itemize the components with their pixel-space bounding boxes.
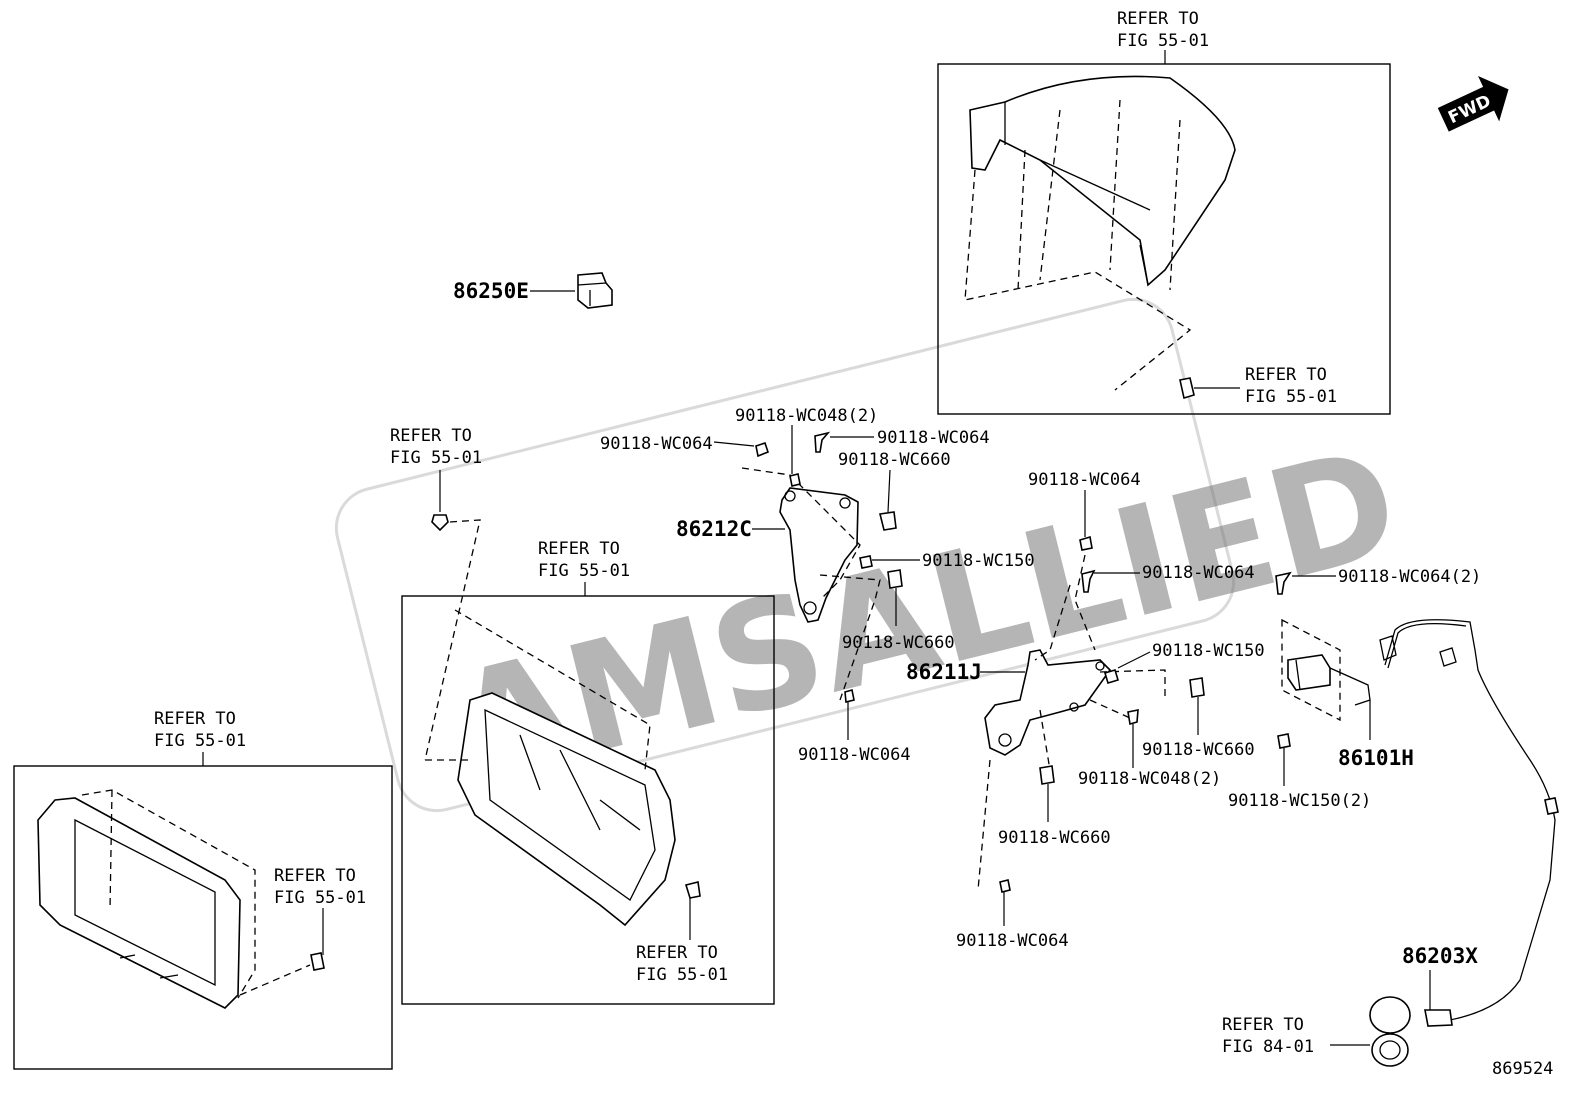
nut-icon (1189, 677, 1205, 698)
switch-part[interactable] (577, 272, 613, 309)
module-86101H-part[interactable] (1287, 654, 1331, 691)
fastener-label: 90118-WC064 (956, 931, 1069, 951)
upper-panel-frame (937, 63, 1391, 415)
fwd-arrow-icon: FWD (1437, 76, 1509, 132)
nut-icon (887, 569, 903, 589)
fastener-label: 90118-WC048(2) (1078, 769, 1221, 789)
bezel-frame (401, 595, 775, 1005)
part-number-86203X[interactable]: 86203X (1402, 944, 1478, 968)
refer-label: REFER TO (1117, 9, 1199, 29)
part-number-86212C[interactable]: 86212C (676, 517, 752, 541)
bezel-part[interactable] (457, 692, 676, 927)
part-number-86211J[interactable]: 86211J (906, 660, 982, 684)
clip-refer-group: REFER TO FIG 55-01 (390, 426, 482, 761)
upper-panel-part[interactable] (969, 75, 1236, 287)
fastener-label: 90118-WC150(2) (1228, 791, 1371, 811)
fastener-label: 90118-WC150 (1152, 641, 1265, 661)
lower-panel-group: REFER TO FIG 55-01 REFER TO FIG 55-01 (13, 709, 393, 1070)
refer-label: FIG 55-01 (538, 561, 630, 581)
refer-label: FIG 55-01 (154, 731, 246, 751)
fastener-label: 90118-WC064 (877, 428, 990, 448)
refer-label: REFER TO (1245, 365, 1327, 385)
lower-panel-clip[interactable] (310, 952, 325, 971)
bracket-86211J-part[interactable] (984, 649, 1112, 756)
screw-icon (1275, 571, 1292, 595)
fastener-label: 90118-WC660 (842, 633, 955, 653)
screw-icon (1127, 709, 1139, 726)
clip-icon (1544, 797, 1559, 815)
bracket-86212C-part[interactable] (779, 487, 859, 623)
screw-icon (1079, 535, 1093, 551)
bezel-clip[interactable] (684, 881, 701, 899)
refer-label: FIG 55-01 (274, 888, 366, 908)
refer-label: REFER TO (390, 426, 472, 446)
screw-icon (755, 441, 769, 458)
clip-icon (859, 555, 873, 569)
screw-icon (999, 879, 1011, 893)
fastener-label: 90118-WC150 (922, 551, 1035, 571)
fastener-label: 90118-WC660 (838, 450, 951, 470)
bracket-86212C-group: 86212C 90118-WC048(2) 90118-WC064 90118-… (600, 406, 1035, 765)
nut-icon (879, 511, 897, 531)
harness-group: 90118-WC064(2) 90118-WC150(2) 86101H 862… (1222, 567, 1559, 1067)
upper-panel-group: REFER TO FIG 55-01 REFER TO FIG 55-01 (937, 9, 1391, 415)
refer-label: FIG 55-01 (390, 448, 482, 468)
screw-icon (789, 473, 801, 487)
fastener-label: 90118-WC064 (1028, 470, 1141, 490)
refer-label: REFER TO (538, 539, 620, 559)
socket-86203X-part[interactable] (1369, 996, 1411, 1034)
refer-label: REFER TO (154, 709, 236, 729)
clip-part[interactable] (431, 514, 449, 532)
fastener-label: 90118-WC660 (1142, 740, 1255, 760)
fastener-label: 90118-WC660 (998, 828, 1111, 848)
screw-icon (814, 431, 831, 453)
screw-icon (844, 688, 855, 704)
part-number-86101H[interactable]: 86101H (1338, 746, 1414, 770)
refer-label: FIG 55-01 (1117, 31, 1209, 51)
refer-label: REFER TO (1222, 1015, 1304, 1035)
part-86250E-group: 86250E (453, 272, 613, 309)
bezel-group: REFER TO FIG 55-01 REFER TO FIG 55-01 (401, 539, 775, 1005)
upper-panel-clip[interactable] (1179, 377, 1195, 400)
bracket-86211J-group: 86211J 90118-WC064 90118-WC064 90118-WC1… (906, 470, 1265, 951)
connector-icon (1424, 1009, 1453, 1027)
refer-label: REFER TO (636, 943, 718, 963)
refer-label: REFER TO (274, 866, 356, 886)
refer-label: FIG 84-01 (1222, 1037, 1314, 1057)
clip-icon (1277, 733, 1291, 749)
clip-icon (1104, 669, 1119, 684)
fastener-label: 90118-WC064 (600, 434, 713, 454)
screw-icon (1081, 569, 1096, 593)
nut-icon (1039, 765, 1055, 785)
refer-label: FIG 55-01 (636, 965, 728, 985)
part-number-86250E[interactable]: 86250E (453, 279, 529, 303)
fastener-label: 90118-WC048(2) (735, 406, 878, 426)
fastener-label: 90118-WC064(2) (1338, 567, 1481, 587)
refer-label: FIG 55-01 (1245, 387, 1337, 407)
fastener-label: 90118-WC064 (1142, 563, 1255, 583)
lower-panel-part[interactable] (37, 797, 241, 1009)
diagram-id: 869524 (1492, 1059, 1553, 1079)
fastener-label: 90118-WC064 (798, 745, 911, 765)
wire-harness[interactable] (1384, 619, 1556, 1025)
